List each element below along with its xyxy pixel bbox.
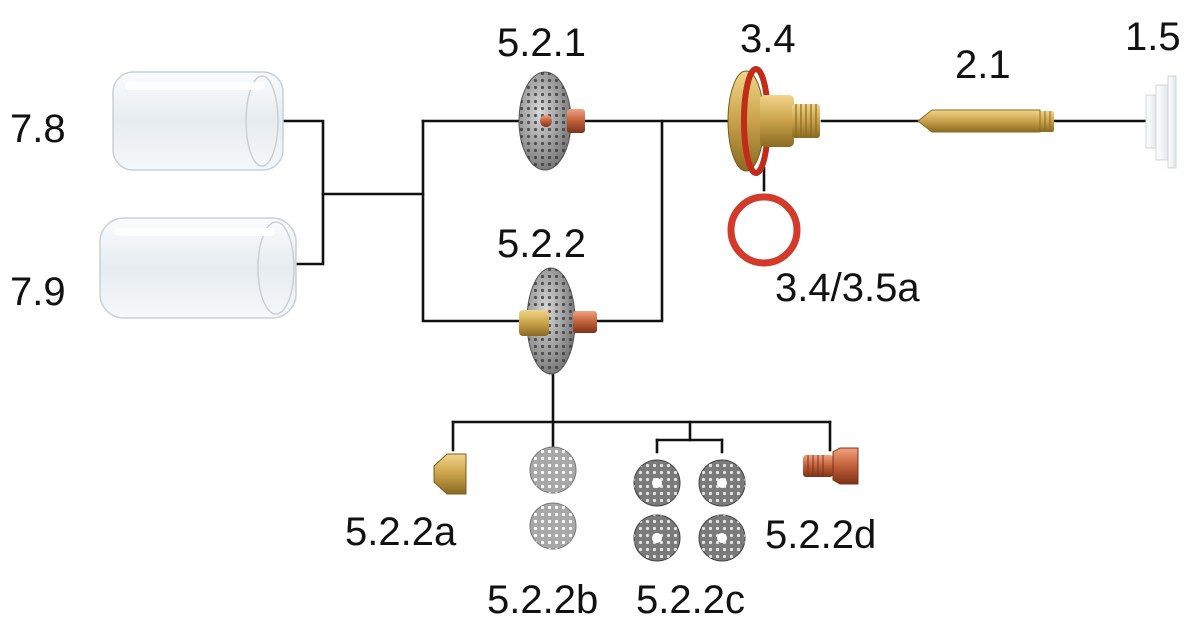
connector-lines bbox=[281, 119, 1148, 454]
label-3-4: 3.4 bbox=[740, 17, 796, 61]
label-2-1: 2.1 bbox=[955, 43, 1011, 87]
collet-2-1 bbox=[917, 109, 1054, 133]
label-5-2-2a: 5.2.2a bbox=[345, 510, 457, 554]
label-5-2-2c: 5.2.2c bbox=[636, 578, 745, 618]
screen-set-5-2-2c bbox=[633, 459, 746, 562]
label-o-ring: 3.4/3.5a bbox=[775, 266, 920, 310]
insulator-1-5 bbox=[1145, 75, 1177, 169]
collet-body-3-4 bbox=[727, 66, 820, 176]
part-labels: 7.8 7.9 5.2.1 5.2.2 3.4 3.4/3.5a 2.1 1.5… bbox=[10, 15, 1181, 618]
label-5-2-2b: 5.2.2b bbox=[487, 578, 598, 618]
nut-5-2-2a bbox=[433, 453, 467, 495]
label-7-8: 7.8 bbox=[10, 107, 66, 151]
glass-cup-small bbox=[99, 217, 297, 319]
label-5-2-2d: 5.2.2d bbox=[765, 513, 876, 557]
screen-pair-5-2-2b bbox=[529, 446, 577, 550]
label-5-2-1: 5.2.1 bbox=[497, 21, 586, 65]
o-ring bbox=[727, 193, 801, 267]
label-7-9: 7.9 bbox=[10, 270, 66, 314]
body-piece-5-2-2d bbox=[803, 447, 859, 485]
gas-lens-5-2-1 bbox=[518, 71, 585, 171]
glass-cup-large bbox=[112, 71, 284, 171]
label-1-5: 1.5 bbox=[1125, 15, 1181, 59]
gas-lens-5-2-2 bbox=[519, 267, 597, 375]
label-5-2-2: 5.2.2 bbox=[497, 222, 586, 266]
